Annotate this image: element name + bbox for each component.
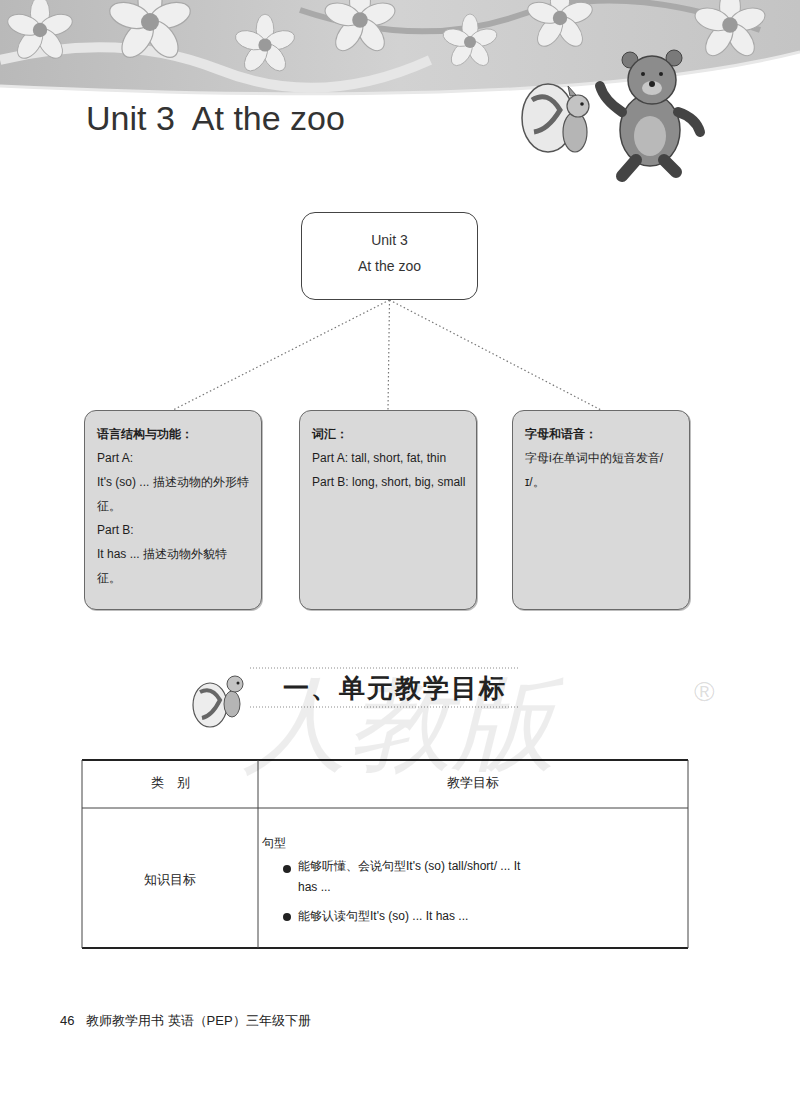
- bear-eye: [641, 72, 645, 76]
- table-header: 类 别: [82, 775, 258, 791]
- table-cell: 能够听懂、会说句型It's (so) tall/short/ ... It ha…: [298, 856, 538, 898]
- flower: [5, 0, 75, 63]
- box-text: It's (so) ... 描述动物的外形特征。: [97, 470, 251, 518]
- bullet-dot: [283, 865, 291, 873]
- table-rule: [258, 760, 259, 948]
- flower: [106, 0, 193, 63]
- section-heading: 一、单元教学目标: [283, 672, 543, 704]
- squirrel-body: [563, 112, 587, 152]
- box-text: Part A:: [97, 446, 251, 470]
- bear-nose: [649, 81, 655, 87]
- box-heading: 语言结构与功能：: [97, 422, 251, 446]
- squirrel-eye: [237, 682, 240, 685]
- squirrel-tail: [193, 683, 227, 727]
- squirrel-figure: [522, 84, 589, 152]
- banner-swirl: [0, 47, 430, 88]
- box-text: At the zoo: [358, 253, 421, 279]
- topic-box: 词汇：Part A: tall, short, fat, thinPart B:…: [299, 410, 477, 610]
- bear-belly: [634, 116, 666, 156]
- squirrel-eye: [580, 102, 584, 106]
- table-cell: 句型: [262, 835, 342, 851]
- bear-arm: [600, 86, 622, 112]
- bear-head: [628, 56, 676, 104]
- box-heading: 词汇：: [312, 422, 466, 446]
- bullet-dot: [283, 913, 291, 921]
- bear-arm: [678, 112, 700, 132]
- squirrel-head: [227, 676, 243, 692]
- table-grid: [82, 760, 688, 948]
- table-header: 教学目标: [258, 775, 688, 791]
- box-text: 字母i在单词中的短音发音/ɪ/。: [525, 446, 679, 494]
- flower: [525, 0, 595, 51]
- tail-stripe: [532, 97, 560, 132]
- table-rule: [82, 947, 688, 949]
- table-cell: 能够认读句型It's (so) ... It has ...: [298, 906, 598, 927]
- box-text: Part A: tall, short, fat, thin: [312, 446, 466, 470]
- dotted-connector: [390, 300, 602, 410]
- flower: [233, 14, 297, 75]
- dotted-connector: [388, 300, 390, 410]
- watermark: ®: [694, 676, 734, 708]
- flower: [441, 14, 499, 69]
- flower: [322, 0, 398, 56]
- bear-eye: [659, 72, 663, 76]
- bear-leg: [622, 160, 636, 176]
- bear-figure: [600, 50, 700, 176]
- topic-box: 字母和语音：字母i在单词中的短音发音/ɪ/。: [512, 410, 690, 610]
- tail-stripe: [200, 690, 220, 718]
- table-cell: 知识目标: [82, 872, 258, 888]
- header-banner: [0, 0, 800, 94]
- bear-leg: [664, 160, 676, 172]
- page-number: 46: [60, 1013, 84, 1029]
- box-heading: Unit 3: [371, 227, 408, 253]
- table-rule: [82, 760, 83, 948]
- box-heading: 字母和语音：: [525, 422, 679, 446]
- flower: [692, 0, 768, 61]
- dotted-connector: [173, 300, 390, 410]
- squirrel-body: [224, 691, 240, 717]
- squirrel-head: [567, 95, 589, 117]
- root-box: Unit 3At the zoo: [301, 212, 478, 300]
- box-text: It has ... 描述动物外貌特征。: [97, 542, 251, 590]
- box-text: Part B: long, short, big, small: [312, 470, 466, 494]
- topic-box: 语言结构与功能：Part A:It's (so) ... 描述动物的外形特征。P…: [84, 410, 262, 610]
- bear-body: [620, 94, 680, 166]
- squirrel-ear: [568, 86, 576, 96]
- footer-text: 教师教学用书 英语（PEP）三年级下册: [86, 1013, 406, 1029]
- bear-muzzle: [642, 81, 662, 95]
- table-rule: [82, 808, 688, 809]
- table-rule: [688, 760, 689, 948]
- page-title: Unit 3 At the zoo: [86, 98, 345, 139]
- box-text: Part B:: [97, 518, 251, 542]
